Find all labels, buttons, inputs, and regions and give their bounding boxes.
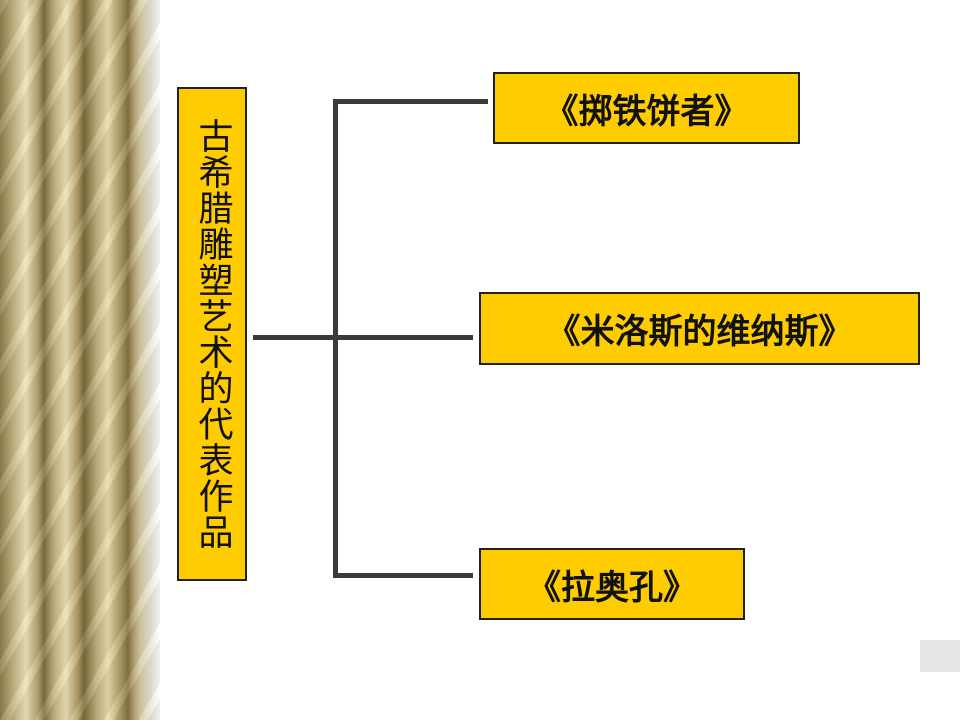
root-node: 古希腊雕塑艺术的代表作品 — [177, 87, 247, 581]
corner-patch — [920, 640, 960, 672]
connector-to-child-3 — [333, 573, 473, 578]
child-node-1-label: 《掷铁饼者》 — [544, 91, 749, 132]
child-node-3: 《拉奥孔》 — [479, 548, 745, 620]
child-node-2-label: 《米洛斯的维纳斯》 — [546, 312, 853, 352]
connector-to-child-1 — [333, 99, 488, 104]
child-node-1: 《掷铁饼者》 — [493, 72, 800, 144]
decorative-column — [0, 0, 160, 720]
child-node-3-label: 《拉奥孔》 — [527, 567, 697, 608]
connector-to-child-2 — [333, 335, 473, 340]
child-node-2: 《米洛斯的维纳斯》 — [479, 292, 920, 365]
root-node-label: 古希腊雕塑艺术的代表作品 — [192, 118, 233, 550]
connector-root-to-spine — [253, 335, 338, 340]
